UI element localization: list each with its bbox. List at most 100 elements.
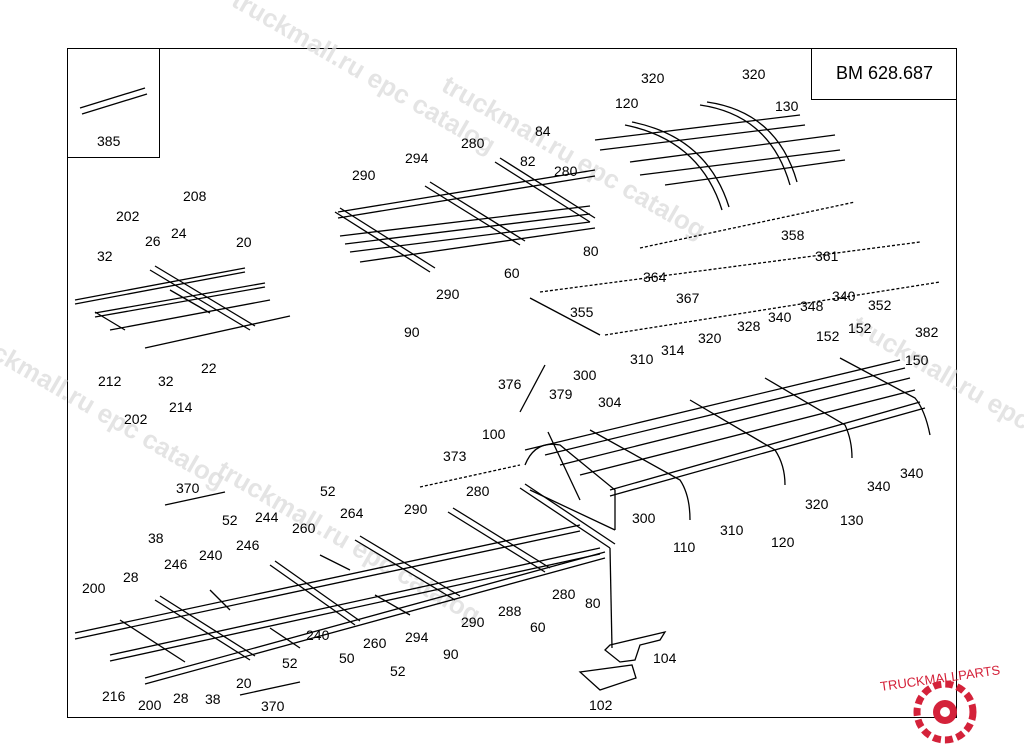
label-32: 32 — [97, 248, 113, 264]
label-202: 202 — [124, 411, 148, 427]
label-260: 260 — [363, 635, 387, 651]
label-370: 370 — [176, 480, 200, 496]
label-212: 212 — [98, 373, 122, 389]
label-80: 80 — [585, 595, 601, 611]
label-208: 208 — [183, 188, 207, 204]
label-82: 82 — [520, 153, 536, 169]
label-300: 300 — [573, 367, 597, 383]
label-50: 50 — [339, 650, 355, 666]
label-376: 376 — [498, 376, 522, 392]
label-20: 20 — [236, 234, 252, 250]
label-246: 246 — [236, 537, 260, 553]
label-110: 110 — [673, 539, 696, 555]
label-84: 84 — [535, 123, 551, 139]
label-280: 280 — [554, 163, 578, 179]
label-202: 202 — [116, 208, 140, 224]
watermark-3: truckmall.ru epc catalog — [0, 319, 231, 495]
label-80: 80 — [583, 243, 599, 259]
label-370: 370 — [261, 698, 285, 714]
line-art — [74, 87, 941, 696]
label-240: 240 — [199, 547, 223, 563]
label-104: 104 — [653, 650, 677, 666]
label-24: 24 — [171, 225, 187, 241]
label-364: 364 — [643, 269, 667, 285]
label-304: 304 — [598, 394, 622, 410]
label-385: 385 — [97, 133, 121, 149]
label-340: 340 — [867, 478, 891, 494]
label-314: 314 — [661, 342, 685, 358]
label-52: 52 — [320, 483, 336, 499]
label-340: 340 — [900, 465, 924, 481]
label-200: 200 — [82, 580, 106, 596]
label-320: 320 — [641, 70, 665, 86]
label-246: 246 — [164, 556, 188, 572]
label-90: 90 — [404, 324, 420, 340]
label-290: 290 — [404, 501, 428, 517]
label-382: 382 — [915, 324, 939, 340]
label-294: 294 — [405, 629, 429, 645]
label-26: 26 — [145, 233, 161, 249]
label-90: 90 — [443, 646, 459, 662]
label-20: 20 — [236, 675, 252, 691]
label-373: 373 — [443, 448, 467, 464]
label-280: 280 — [552, 586, 576, 602]
label-379: 379 — [549, 386, 573, 402]
label-320: 320 — [805, 496, 829, 512]
label-260: 260 — [292, 520, 316, 536]
label-152: 152 — [816, 328, 840, 344]
label-130: 130 — [775, 98, 799, 114]
label-280: 280 — [466, 483, 490, 499]
label-28: 28 — [173, 690, 189, 706]
label-361: 361 — [815, 248, 839, 264]
brand-text: TRUCKMALLPARTS — [879, 662, 1001, 694]
label-150: 150 — [905, 352, 929, 368]
label-348: 348 — [800, 298, 824, 314]
part-labels: 385 120 320 320 130 84 280 82 290 294 28… — [82, 66, 939, 714]
label-290: 290 — [461, 614, 485, 630]
label-340: 340 — [768, 309, 792, 325]
label-340: 340 — [832, 288, 856, 304]
label-120: 120 — [615, 95, 639, 111]
label-130: 130 — [840, 512, 864, 528]
label-100: 100 — [482, 426, 506, 442]
diagram-code: BM 628.687 — [811, 48, 957, 100]
label-52: 52 — [282, 655, 298, 671]
label-102: 102 — [589, 697, 613, 713]
label-216: 216 — [102, 688, 126, 704]
label-355: 355 — [570, 304, 594, 320]
label-367: 367 — [676, 290, 700, 306]
label-294: 294 — [405, 150, 429, 166]
label-290: 290 — [436, 286, 460, 302]
label-352: 352 — [868, 297, 892, 313]
diagram-frame — [67, 48, 957, 718]
label-152: 152 — [848, 320, 872, 336]
label-288: 288 — [498, 603, 522, 619]
label-290: 290 — [352, 167, 376, 183]
label-310: 310 — [630, 351, 654, 367]
label-358: 358 — [781, 227, 805, 243]
inset-box-385 — [67, 48, 160, 158]
label-22: 22 — [201, 360, 217, 376]
label-280: 280 — [461, 135, 485, 151]
label-52: 52 — [390, 663, 406, 679]
label-28: 28 — [123, 569, 139, 585]
label-52: 52 — [222, 512, 238, 528]
label-32: 32 — [158, 373, 174, 389]
label-300: 300 — [632, 510, 656, 526]
label-320: 320 — [698, 330, 722, 346]
label-320: 320 — [742, 66, 766, 82]
label-310: 310 — [720, 522, 744, 538]
truckmallparts-logo: TRUCKMALLPARTS — [879, 662, 1001, 744]
label-240: 240 — [306, 627, 330, 643]
label-38: 38 — [148, 530, 164, 546]
label-264: 264 — [340, 505, 364, 521]
label-214: 214 — [169, 399, 193, 415]
label-120: 120 — [771, 534, 795, 550]
label-60: 60 — [504, 265, 520, 281]
label-200: 200 — [138, 697, 162, 713]
label-60: 60 — [530, 619, 546, 635]
label-244: 244 — [255, 509, 279, 525]
label-328: 328 — [737, 318, 761, 334]
